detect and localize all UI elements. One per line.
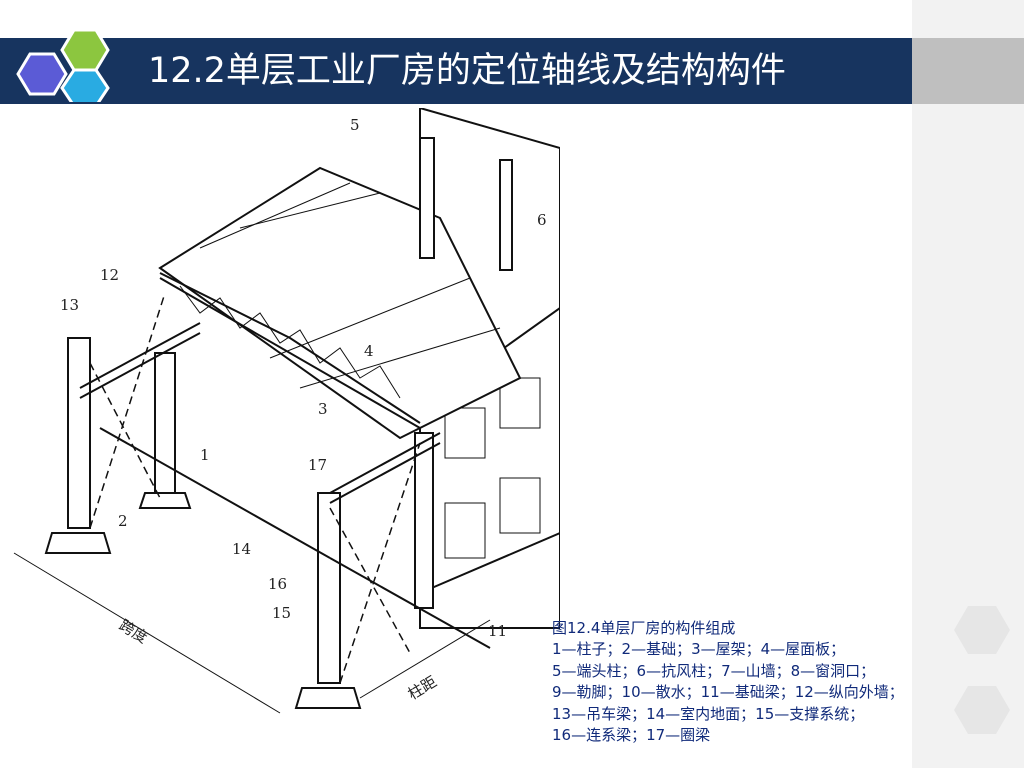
decorative-hexagons-icon (954, 606, 1010, 734)
callout-14: 14 (232, 540, 251, 558)
callout-2: 2 (118, 512, 128, 530)
tie-beam (329, 432, 441, 494)
foundation (44, 532, 112, 554)
callout-15: 15 (272, 604, 291, 622)
callout-16: 16 (268, 575, 287, 593)
column (419, 137, 435, 259)
caption-line: 13—吊车梁；14—室内地面；15—支撑系统； (552, 704, 865, 723)
factory-structure-drawing: 跨度 柱距 5 6 7 12 13 4 3 1 17 2 14 16 15 9 … (13, 108, 560, 714)
window-opening (444, 407, 486, 459)
caption-line: 16—连系梁；17—圈梁 (552, 726, 711, 745)
foundation (138, 492, 192, 509)
caption-line: 1—柱子；2—基础；3—屋架；4—屋面板； (552, 640, 846, 659)
window-opening (444, 502, 486, 559)
callout-17: 17 (308, 456, 327, 474)
column (154, 352, 176, 494)
caption-line: 5—端头柱；6—抗风柱；7—山墙；8—窗洞口； (552, 661, 876, 680)
column (67, 337, 91, 529)
bay-label: 柱距 (405, 673, 440, 704)
callout-1: 1 (200, 446, 210, 464)
slide-title: 12.2单层工业厂房的定位轴线及结构构件 (148, 51, 786, 91)
tie-beam (329, 442, 441, 504)
purple-hexagon (16, 52, 68, 96)
bracing (89, 292, 166, 529)
plinth-line (419, 532, 560, 594)
callout-6: 6 (537, 211, 547, 229)
crane-beam (79, 332, 201, 399)
hexagon-logo-icon (16, 28, 110, 102)
title-bar-accent (912, 38, 1024, 104)
bay-dimension-line (359, 619, 491, 699)
crane-beam (79, 322, 201, 389)
green-hexagon (60, 28, 110, 72)
figure-caption: 图12.4单层厂房的构件组成 1—柱子；2—基础；3—屋架；4—屋面板； 5—端… (552, 618, 912, 746)
callout-3: 3 (318, 400, 328, 418)
caption-title: 图12.4单层厂房的构件组成 (552, 619, 736, 637)
callout-4: 4 (364, 342, 374, 360)
callout-5: 5 (350, 116, 360, 134)
foundation (294, 687, 362, 709)
column (499, 159, 513, 271)
callout-11: 11 (488, 622, 507, 640)
callout-13: 13 (60, 296, 79, 314)
caption-line: 9—勒脚；10—散水；11—基础梁；12—纵向外墙； (552, 683, 904, 702)
bracing (89, 362, 161, 499)
span-label: 跨度 (116, 616, 151, 647)
title-bar (0, 38, 912, 104)
window-opening (499, 477, 541, 534)
bracing (339, 442, 421, 684)
column (317, 492, 341, 684)
roof-truss (159, 272, 421, 424)
span-dimension-line (13, 552, 281, 714)
blue-hexagon (60, 68, 110, 102)
column (414, 432, 434, 609)
foundation-beam (329, 557, 491, 649)
foundation-beam (99, 427, 331, 559)
callout-12: 12 (100, 266, 119, 284)
